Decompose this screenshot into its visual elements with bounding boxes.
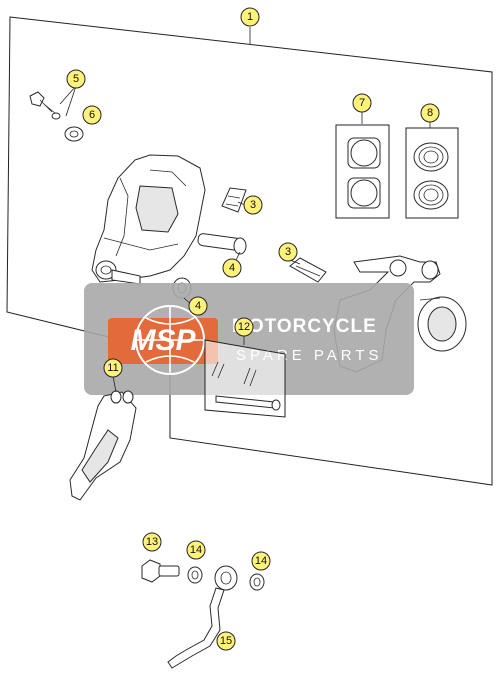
callout-label-6: 6	[89, 109, 95, 121]
callout-label-15: 15	[220, 635, 232, 647]
watermark-line1: MOTORCYCLE	[232, 316, 377, 337]
caliper-body	[91, 154, 206, 285]
sealing-washer-right	[249, 573, 265, 591]
callout-3-lower: 3	[278, 242, 298, 262]
callout-12: 12	[234, 317, 254, 337]
callout-label-4-lower: 4	[195, 300, 201, 312]
callout-6: 6	[82, 105, 102, 125]
brake-pad	[69, 390, 137, 501]
callout-label-11: 11	[107, 362, 118, 374]
callout-label-8: 8	[427, 107, 433, 119]
callout-3-upper: 3	[243, 195, 263, 215]
callout-5: 5	[66, 69, 86, 89]
sealing-washer-left	[187, 566, 203, 584]
callout-1: 1	[240, 7, 260, 27]
callout-11: 11	[103, 358, 123, 378]
pin-kit-box	[204, 339, 286, 418]
watermark: MSP MOTORCYCLE SPARE PARTS	[84, 283, 414, 395]
callout-4-upper: 4	[222, 258, 242, 278]
bleeder-screw	[29, 91, 61, 120]
callout-13: 13	[142, 532, 162, 552]
pad-spring-upper	[221, 187, 247, 213]
callout-14-right: 14	[251, 551, 271, 571]
callout-label-14-left: 14	[190, 544, 202, 556]
callout-label-13: 13	[146, 536, 158, 548]
brake-hose	[167, 565, 238, 669]
callout-15: 15	[216, 631, 236, 651]
callout-14-left: 14	[186, 540, 206, 560]
callout-label-7: 7	[359, 97, 365, 109]
slide-pin-upper	[197, 233, 247, 255]
banjo-bolt	[141, 559, 180, 583]
callout-label-3-upper: 3	[250, 199, 256, 211]
callout-label-14-right: 14	[255, 555, 267, 567]
bleeder-cap	[64, 126, 84, 142]
seal-kit-box	[405, 127, 459, 219]
callout-label-5: 5	[73, 73, 79, 85]
callout-7: 7	[352, 93, 372, 113]
callout-label-4-upper: 4	[229, 262, 235, 274]
callout-label-12: 12	[238, 321, 250, 333]
piston-kit-box	[335, 124, 390, 219]
callout-8: 8	[420, 103, 440, 123]
callout-label-3-lower: 3	[285, 246, 291, 258]
watermark-brand: MSP	[130, 324, 196, 357]
callout-4-lower: 4	[188, 296, 208, 316]
callout-label-1: 1	[247, 11, 253, 23]
